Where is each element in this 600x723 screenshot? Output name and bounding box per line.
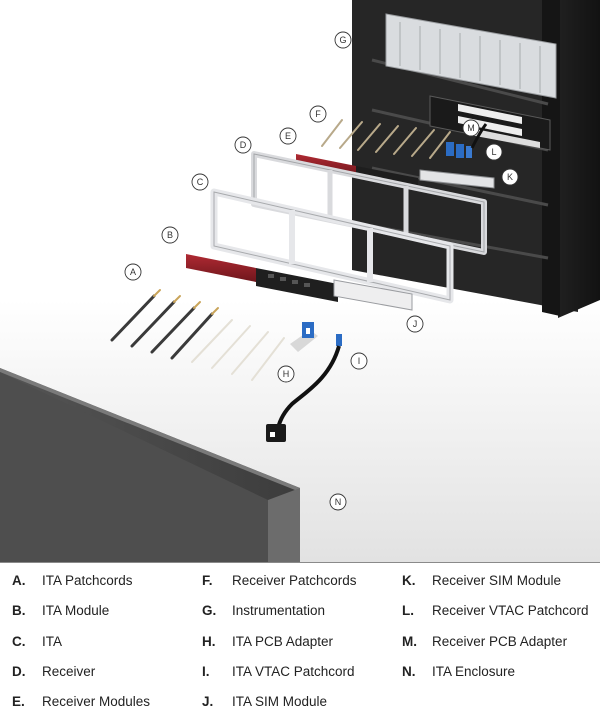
receiver-patchcords: [321, 119, 451, 159]
callout-c: C: [191, 173, 209, 191]
ita-module: [186, 254, 338, 302]
legend-letter: H.: [202, 634, 216, 649]
legend-text: ITA Patchcords: [42, 573, 133, 588]
legend-item: F. Receiver Patchcords: [202, 573, 357, 589]
legend-letter: E.: [12, 694, 25, 709]
callout-m: M: [462, 119, 480, 137]
callout-k: K: [501, 168, 519, 186]
legend-item: C. ITA: [12, 634, 62, 650]
legend-text: ITA Enclosure: [432, 664, 516, 679]
legend-item: A. ITA Patchcords: [12, 573, 133, 589]
callout-a: A: [124, 263, 142, 281]
legend-text: ITA Module: [42, 603, 110, 618]
legend-letter: I.: [202, 664, 210, 679]
legend-item: L. Receiver VTAC Patchcord: [402, 603, 589, 619]
legend-text: Receiver Patchcords: [232, 573, 357, 588]
callout-b: B: [161, 226, 179, 244]
svg-text:H: H: [283, 369, 290, 379]
legend-item: N. ITA Enclosure: [402, 664, 515, 680]
legend-letter: A.: [12, 573, 26, 588]
legend-item: G. Instrumentation: [202, 603, 325, 619]
svg-text:K: K: [507, 172, 513, 182]
callout-g: G: [334, 31, 352, 49]
callout-l: L: [485, 143, 503, 161]
callout-j: J: [406, 315, 424, 333]
svg-text:C: C: [197, 177, 204, 187]
svg-text:B: B: [167, 230, 173, 240]
svg-text:J: J: [413, 319, 418, 329]
legend-item: D. Receiver: [12, 664, 95, 680]
legend-letter: M.: [402, 634, 417, 649]
ita-patchcords: [110, 289, 285, 381]
legend-letter: K.: [402, 573, 416, 588]
legend-letter: F.: [202, 573, 213, 588]
legend-text: Receiver VTAC Patchcord: [432, 603, 589, 618]
legend-letter: L.: [402, 603, 414, 618]
exploded-assembly-diagram: A B C D E F G H I J K L M N: [0, 0, 600, 562]
receiver-sim-module: [419, 169, 495, 189]
callout-i: I: [350, 352, 368, 370]
legend-item: B. ITA Module: [12, 603, 109, 619]
callout-h: H: [277, 365, 295, 383]
legend-text: Receiver: [42, 664, 96, 679]
svg-text:N: N: [335, 497, 342, 507]
legend-text: Receiver SIM Module: [432, 573, 562, 588]
ita-enclosure: [0, 368, 300, 562]
legend-letter: C.: [12, 634, 26, 649]
receiver-pcb-adapter: [446, 142, 472, 158]
svg-text:I: I: [358, 356, 361, 366]
svg-text:E: E: [285, 131, 291, 141]
instrumentation-chassis: [385, 13, 557, 99]
ita-sim-module: [333, 279, 413, 311]
callout-n: N: [329, 493, 347, 511]
callout-f: F: [309, 105, 327, 123]
legend-text: ITA: [42, 634, 62, 649]
svg-text:A: A: [130, 267, 136, 277]
legend-text: Receiver Modules: [42, 694, 151, 709]
legend-item: I. ITA VTAC Patchcord: [202, 664, 355, 680]
svg-text:D: D: [240, 140, 247, 150]
legend-item: J. ITA SIM Module: [202, 694, 327, 710]
legend-text: ITA SIM Module: [232, 694, 328, 709]
ita-frame: [210, 188, 454, 304]
svg-text:F: F: [315, 109, 321, 119]
legend-item: H. ITA PCB Adapter: [202, 634, 333, 650]
svg-text:L: L: [491, 147, 496, 157]
legend-letter: N.: [402, 664, 416, 679]
legend-text: ITA PCB Adapter: [232, 634, 334, 649]
instrumentation-rack: [352, 0, 600, 318]
legend-letter: G.: [202, 603, 217, 618]
legend-text: Instrumentation: [232, 603, 326, 618]
legend-letter: J.: [202, 694, 214, 709]
legend-item: E. Receiver Modules: [12, 694, 150, 710]
legend-letter: D.: [12, 664, 26, 679]
callout-e: E: [279, 127, 297, 145]
receiver-vtac-patchcord: [470, 123, 488, 149]
receiver-frame: [251, 151, 487, 255]
ita-pcb-adapter: [290, 322, 318, 352]
legend-item: K. Receiver SIM Module: [402, 573, 561, 589]
legend-letter: B.: [12, 603, 26, 618]
legend: A. ITA Patchcords B. ITA Module C. ITA D. Re…: [0, 562, 600, 723]
legend-text: ITA VTAC Patchcord: [232, 664, 355, 679]
legend-text: Receiver PCB Adapter: [432, 634, 568, 649]
svg-text:M: M: [467, 123, 475, 133]
legend-item: M. Receiver PCB Adapter: [402, 634, 567, 650]
ita-vtac-patchcord: [266, 334, 342, 442]
callout-d: D: [234, 136, 252, 154]
svg-text:G: G: [339, 35, 346, 45]
